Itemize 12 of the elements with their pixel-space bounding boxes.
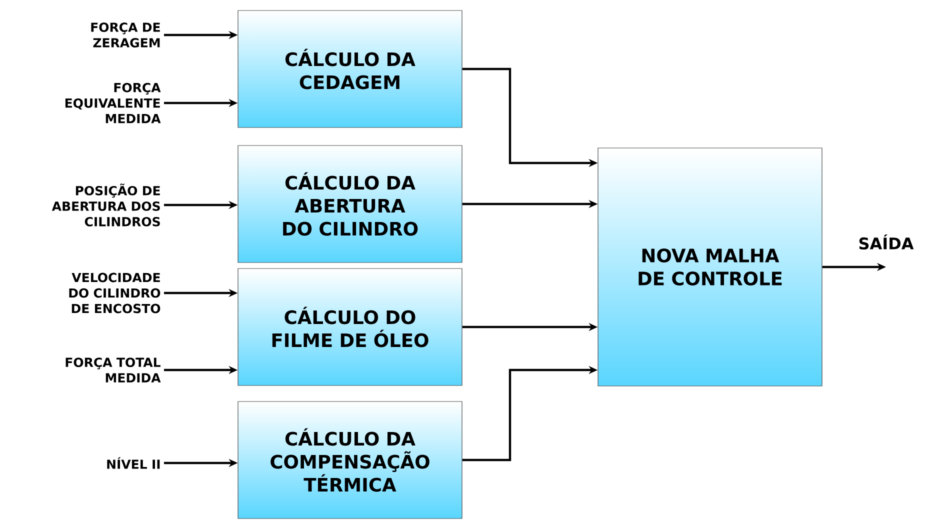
input-label: FORÇA EQUIVALENTE MEDIDA xyxy=(65,82,161,124)
control-box: NOVA MALHA DE CONTROLE xyxy=(598,148,822,386)
process-box: CÁLCULO DA COMPENSAÇÃO TÉRMICA xyxy=(238,401,462,519)
input-label: FORÇA DE ZERAGEM xyxy=(91,22,160,48)
input-label: FORÇA TOTAL MEDIDA xyxy=(66,358,161,382)
process-box: CÁLCULO DA CEDAGEM xyxy=(238,10,462,128)
input-label: VELOCIDADE DO CILINDRO DE ENCOSTO xyxy=(69,272,160,314)
process-box: CÁLCULO DA ABERTURA DO CILINDRO xyxy=(238,145,462,263)
process-box: CÁLCULO DO FILME DE ÓLEO xyxy=(238,268,462,386)
input-label: NÍVEL II xyxy=(107,457,160,469)
output-label: SAÍDA xyxy=(859,234,914,250)
input-label: POSIÇÃO DE ABERTURA DOS CILINDROS xyxy=(52,184,160,226)
